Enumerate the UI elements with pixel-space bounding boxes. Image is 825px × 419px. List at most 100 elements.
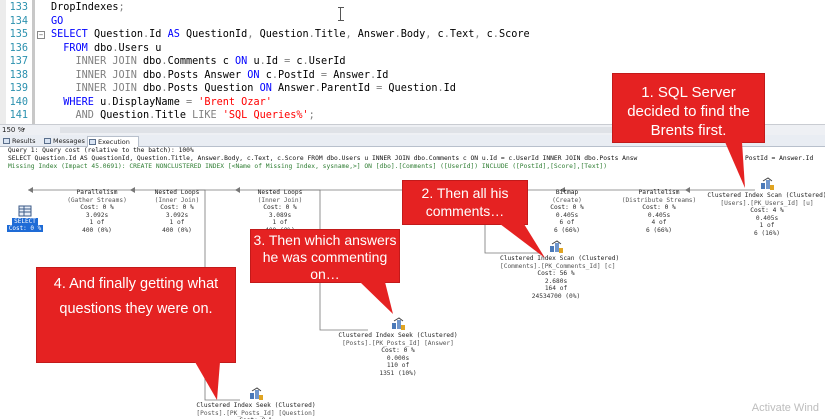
code-token: Question [259, 29, 309, 40]
code-token: Users u [118, 42, 162, 54]
plan-operator-node[interactable]: Parallelism(Gather Streams)Cost: 0 %3.09… [62, 189, 132, 235]
code-token: , [425, 29, 438, 40]
code-token: . [149, 110, 156, 121]
clustered-index-seek-icon [390, 317, 406, 331]
code-token: . [437, 83, 444, 94]
tab-execution-plan[interactable]: Execution plan [87, 136, 139, 156]
line-number: 141 [9, 110, 28, 121]
code-line[interactable]: 138 INNER JOIN dbo.Posts Answer ON c.Pos… [0, 70, 825, 82]
operator-time: 3.092s [85, 211, 109, 219]
plan-operator-node[interactable]: Parallelism(Distribute Streams)Cost: 0 %… [620, 189, 698, 235]
callout-1: 1. SQL Server decided to find the Brents… [612, 73, 765, 143]
grid-icon [3, 138, 10, 144]
code-token: Answer [333, 69, 371, 81]
operator-cost: Cost: 0 % [196, 417, 316, 419]
operator-rows: 1 of [759, 222, 775, 230]
code-line[interactable]: 136 FROM dbo.Users u [0, 43, 825, 55]
select-label: SELECT [12, 218, 38, 225]
operator-est: 24534700 (0%) [531, 292, 581, 300]
plan-select-node[interactable]: SELECT Cost: 0 % [5, 204, 45, 232]
operator-sub: [Posts].[PK_Posts_Id] [Answer] [342, 339, 454, 347]
operator-name: Nested Loops [257, 189, 303, 196]
code-token: = [284, 56, 297, 67]
operator-name: Bitmap [555, 189, 579, 196]
code-text: INNER JOIN dbo.Comments c ON u.Id = c.Us… [51, 56, 346, 68]
line-number: 135 [9, 29, 28, 40]
code-line[interactable]: 137 INNER JOIN dbo.Comments c ON u.Id = … [0, 56, 825, 68]
code-token: u [100, 96, 107, 108]
code-line[interactable]: 139 INNER JOIN dbo.Posts Question ON Ans… [0, 83, 825, 95]
code-token: . [112, 42, 119, 54]
code-token: dbo [143, 56, 162, 67]
code-token: 'SQL Queries%' [222, 110, 309, 121]
tab-messages[interactable]: Messages [43, 136, 85, 147]
code-token: INNER JOIN [51, 83, 144, 94]
operator-rows: 110 of [386, 362, 410, 370]
collapse-region-icon[interactable]: − [37, 31, 45, 39]
code-token: ParentId [320, 83, 377, 94]
code-line[interactable]: 141 AND Question.Title LIKE 'SQL Queries… [0, 110, 825, 122]
code-token: c [486, 29, 493, 40]
code-line[interactable]: 135−SELECT Question.Id AS QuestionId, Qu… [0, 29, 825, 41]
editor-margin [0, 0, 6, 124]
code-token: , [247, 29, 260, 40]
plan-operator-node[interactable]: Clustered Index Seek (Clustered)[Posts].… [338, 317, 458, 378]
plan-header: Query 1: Query cost (relative to the bat… [0, 147, 825, 175]
zoom-level[interactable]: 150 % [2, 126, 25, 134]
operator-name: Parallelism [76, 189, 118, 196]
operator-sub: [Users].[PK_Users_Id] [u] [720, 199, 814, 207]
operator-rows: 164 of [544, 285, 568, 293]
operator-name: Clustered Index Scan (Clustered) [707, 192, 825, 199]
horizontal-scrollbar[interactable] [60, 127, 760, 133]
code-token: DropIndexes [51, 2, 119, 13]
operator-name: Clustered Index Scan (Clustered) [500, 255, 620, 262]
plan-operator-node[interactable]: Clustered Index Seek (Clustered)[Posts].… [196, 387, 316, 419]
callout-3-tail [360, 282, 393, 314]
operator-cost: Cost: 56 % [537, 270, 575, 278]
code-line[interactable]: 133 DropIndexes; [0, 2, 825, 14]
code-token: c [437, 29, 444, 40]
code-token: . [106, 96, 113, 108]
code-token: . [302, 56, 309, 67]
callout-3: 3. Then which answers he was commenting … [250, 229, 400, 283]
operator-est: 1351 (10%) [379, 369, 417, 377]
tab-results[interactable]: Results [2, 136, 40, 147]
operator-est: 400 (0%) [162, 226, 192, 234]
code-text: DropIndexes; [51, 2, 125, 14]
tab-results-label: Results [12, 137, 36, 145]
operator-name: Clustered Index Seek (Clustered) [338, 332, 458, 339]
line-number: 133 [9, 2, 28, 13]
code-token: Id [443, 83, 456, 94]
messages-icon [44, 138, 51, 144]
plan-operator-node[interactable]: Clustered Index Scan (Clustered)[Comment… [500, 240, 620, 301]
code-token: PostId [277, 69, 321, 81]
operator-time: 2.680s [544, 277, 568, 285]
operator-cost: Cost: 0 % [160, 204, 194, 212]
zoom-dropdown-icon[interactable]: ▾ [22, 126, 26, 133]
code-token: . [161, 83, 168, 94]
callout-4-tail [195, 362, 220, 400]
missing-index-hint[interactable]: Missing Index (Impact 45.0691): CREATE N… [8, 163, 607, 170]
operator-rows: 1 of [89, 219, 105, 227]
callout-2: 2. Then all his comments… [402, 180, 528, 225]
plan-operator-node[interactable]: Clustered Index Scan (Clustered)[Users].… [705, 177, 825, 238]
operator-name: Parallelism [638, 189, 680, 196]
code-line[interactable]: 140 WHERE u.DisplayName = 'Brent Ozar' [0, 97, 825, 109]
code-text: GO [51, 16, 63, 28]
operator-time: 3.092s [165, 211, 189, 219]
code-token: Title [314, 29, 346, 40]
code-token: . [161, 69, 168, 81]
code-token: u [253, 56, 260, 67]
operator-time: 0.405s [555, 211, 579, 219]
code-token: . [314, 83, 321, 94]
code-token: SELECT [51, 29, 94, 40]
operator-sub: (Distribute Streams) [621, 196, 697, 204]
code-token: Question [93, 29, 144, 40]
code-token: . [259, 56, 266, 67]
code-token: Title [155, 110, 193, 121]
